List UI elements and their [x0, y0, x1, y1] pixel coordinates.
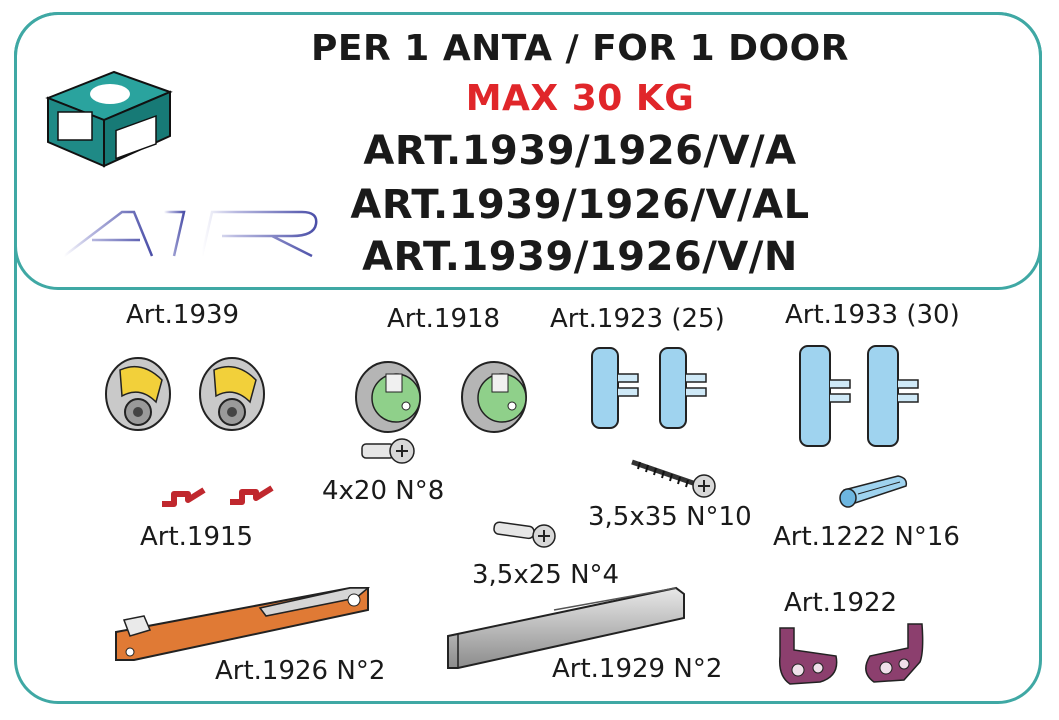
clip-art1915-right — [230, 485, 274, 505]
article-code-n: ART.1939/1926/V/N — [362, 234, 798, 280]
roller-art1939-left — [105, 357, 171, 431]
label-screw-35x35: 3,5x35 N°10 — [588, 502, 752, 532]
dowel-art1222-icon — [839, 475, 908, 508]
label-art1923: Art.1923 (25) — [550, 304, 725, 334]
guide-art1933-right — [867, 345, 919, 447]
bracket-art1918-right — [461, 361, 527, 433]
label-art1222: Art.1222 N°16 — [773, 522, 960, 552]
label-art1922: Art.1922 — [784, 588, 898, 618]
stopper-art1922-right — [865, 623, 924, 683]
roller-art1939-right — [199, 357, 265, 431]
label-screw-4x20: 4x20 N°8 — [322, 476, 445, 506]
clip-art1915-left — [162, 487, 206, 507]
door-count-heading: PER 1 ANTA / FOR 1 DOOR — [311, 28, 849, 69]
header-panel — [14, 12, 1042, 290]
profile-art1929-icon — [447, 586, 685, 669]
label-art1926: Art.1926 N°2 — [215, 656, 386, 686]
profile-art1926-icon — [115, 587, 371, 661]
label-art1933: Art.1933 (30) — [785, 300, 960, 330]
air-logo — [63, 210, 318, 258]
article-code-a: ART.1939/1926/V/A — [363, 128, 797, 174]
label-art1918: Art.1918 — [387, 304, 501, 334]
label-screw-35x25: 3,5x25 N°4 — [472, 560, 620, 590]
screw-35x35-icon — [631, 459, 716, 498]
article-code-al: ART.1939/1926/V/AL — [350, 182, 810, 228]
stopper-art1922-left — [778, 627, 838, 685]
screw-4x20-icon — [361, 438, 415, 464]
label-art1939: Art.1939 — [126, 300, 240, 330]
guide-art1923-left — [591, 347, 639, 429]
bracket-art1918-left — [355, 361, 421, 433]
guide-art1933-left — [799, 345, 851, 447]
screw-35x25-icon — [493, 521, 556, 548]
label-art1915: Art.1915 — [140, 522, 254, 552]
guide-art1923-right — [659, 347, 707, 429]
max-weight-heading: MAX 30 KG — [465, 78, 695, 119]
package-box-icon — [45, 70, 173, 168]
label-art1929: Art.1929 N°2 — [552, 654, 723, 684]
